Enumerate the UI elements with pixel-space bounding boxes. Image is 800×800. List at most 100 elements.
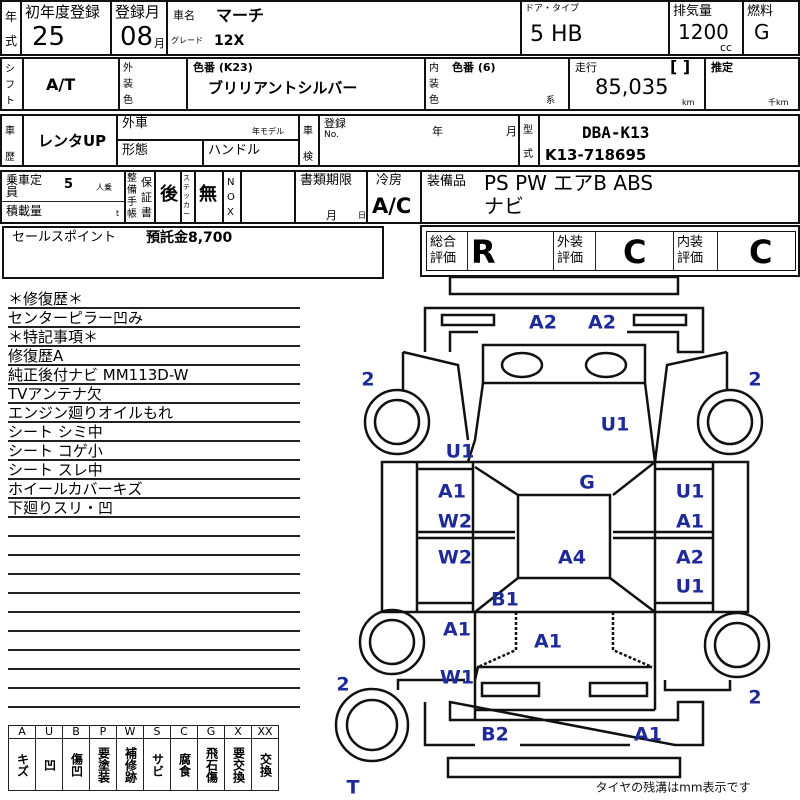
reg-month-label: 登録月 (115, 3, 161, 21)
damage-mark: G (579, 472, 595, 494)
estimate-cell: 推定 千km (704, 57, 800, 111)
body-cell: 形態 (116, 139, 204, 167)
equipment-line-1: PS PW エアB ABS (484, 171, 654, 195)
hood (481, 343, 647, 385)
overall-grade: R (471, 233, 496, 271)
legend-meaning: 凹 (35, 738, 63, 791)
ext-color-cell: 外装色 (118, 57, 188, 111)
month-unit: 月 (154, 37, 165, 50)
manual-warranty-cell: 整備手帳 保証書 (124, 170, 156, 224)
rear-light-left (480, 681, 541, 698)
damage-mark: U1 (676, 481, 705, 503)
headlight-left (500, 351, 544, 379)
ext-color-label: 外装色 (123, 63, 133, 106)
remark-line-empty (8, 651, 300, 670)
color-cell: 色番 (K23) ブリリアントシルバー (186, 57, 426, 111)
rear-plate (446, 756, 682, 779)
warranty: 後 (160, 184, 178, 205)
damage-mark: U1 (676, 576, 705, 598)
sales-point-label: セールスポイント (12, 230, 117, 245)
fender-right (643, 350, 728, 463)
rear-light-right (588, 681, 649, 698)
damage-mark: A2 (676, 547, 704, 569)
pillars (471, 462, 657, 612)
insp-month-unit: 月 (506, 125, 517, 138)
damage-mark: B2 (481, 724, 509, 746)
load-label: 積載量 (6, 204, 43, 218)
legend-meaning: 補修跡 (116, 738, 144, 791)
load-unit: t (116, 209, 120, 218)
model-code: DBA-K13 (582, 123, 650, 142)
equipment-line-2: ナビ (484, 194, 524, 218)
remark-line-empty (8, 537, 300, 556)
remark-line-empty (8, 670, 300, 689)
equipment-cell: 装備品 PS PW エアB ABS ナビ (420, 170, 800, 224)
model-year-label: 年モデル (252, 127, 284, 136)
exterior-grade-label: 外装評価 (557, 235, 584, 266)
estimate-label: 推定 (711, 61, 733, 74)
remark-line: シート スレ中 (8, 461, 300, 480)
capacity-cell: 乗車定員 5 人乗 積載量 t (0, 170, 126, 224)
damage-mark: W2 (438, 547, 472, 569)
year-label: 年式 (5, 10, 18, 48)
mileage-cell: 走行 [ ] 85,035 km (568, 57, 706, 111)
door-cell: ドア・タイプ 5 HB (520, 0, 670, 56)
legend-key: XX (251, 725, 279, 739)
docs-label: 書類期限 (300, 173, 353, 188)
history-cell: レンタUP (22, 114, 118, 167)
int-unit: 系 (546, 96, 556, 106)
remark-line-empty (8, 689, 300, 708)
remark-line-empty (8, 556, 300, 575)
damage-mark: A1 (676, 511, 704, 533)
grade: 12X (214, 33, 245, 49)
legend-key: X (224, 725, 252, 739)
ac-label: 冷房 (376, 173, 403, 188)
damage-mark: A2 (529, 312, 557, 334)
model-cell: DBA-K13 K13-718695 (538, 114, 800, 167)
shift: A/T (46, 75, 76, 94)
legend-meaning: 要交換 (224, 738, 252, 791)
remark-line: 下廻りスリ・凹 (8, 499, 300, 518)
damage-mark: A4 (558, 547, 586, 569)
color-name: ブリリアントシルバー (208, 79, 358, 97)
chassis-number: K13-718695 (545, 146, 647, 164)
import-cell: 外車 年モデル (116, 114, 300, 141)
wheel-front-left (363, 388, 431, 456)
tire-tread-mark: 2 (748, 687, 761, 709)
remark-line: シート コゲ小 (8, 442, 300, 461)
equipment-label: 装備品 (427, 174, 467, 189)
mileage-label: 走行 (575, 61, 597, 74)
sticker-cell: 無 (194, 170, 224, 224)
color-code-label: 色番 (K23) (193, 61, 253, 74)
remark-line: TVアンテナ欠 (8, 385, 300, 404)
handle-label: ハンドル (208, 143, 261, 158)
remark-line: ホイールカバーキズ (8, 480, 300, 499)
remark-line: シート シミ中 (8, 423, 300, 442)
legend-meaning: 要塗装 (89, 738, 117, 791)
tire-tread-mark: 2 (336, 674, 349, 696)
grades-inner: 総合評価 R 外装評価 C 内装評価 C (426, 231, 796, 271)
sales-point-cell: セールスポイント 預託金8,700 (2, 226, 384, 279)
history-label: 車歴 (5, 126, 15, 163)
trunk (473, 612, 657, 720)
nox-label: NOX (227, 177, 235, 218)
legend-key: A (8, 725, 36, 739)
fuel-label: 燃料 (747, 4, 774, 19)
front-light-left (440, 313, 496, 327)
ac: A/C (372, 194, 412, 218)
rear-bumper (423, 700, 705, 747)
int-color-label: 内装色 (429, 63, 439, 106)
nox-label-cell: NOX (222, 170, 242, 224)
legend-key: B (62, 725, 90, 739)
legend-key: C (170, 725, 198, 739)
handle-cell: ハンドル (202, 139, 300, 167)
wheel-rear-right (703, 611, 771, 679)
capacity-label: 乗車定員 (6, 173, 43, 199)
wheel-front-right (696, 388, 764, 456)
remark-line: ＊修復歴＊ (8, 290, 300, 309)
front-plate (448, 275, 680, 296)
displacement-cell: 排気量 1200 cc (668, 0, 744, 56)
legend-key: U (35, 725, 63, 739)
wheel-rear-left (358, 608, 426, 676)
